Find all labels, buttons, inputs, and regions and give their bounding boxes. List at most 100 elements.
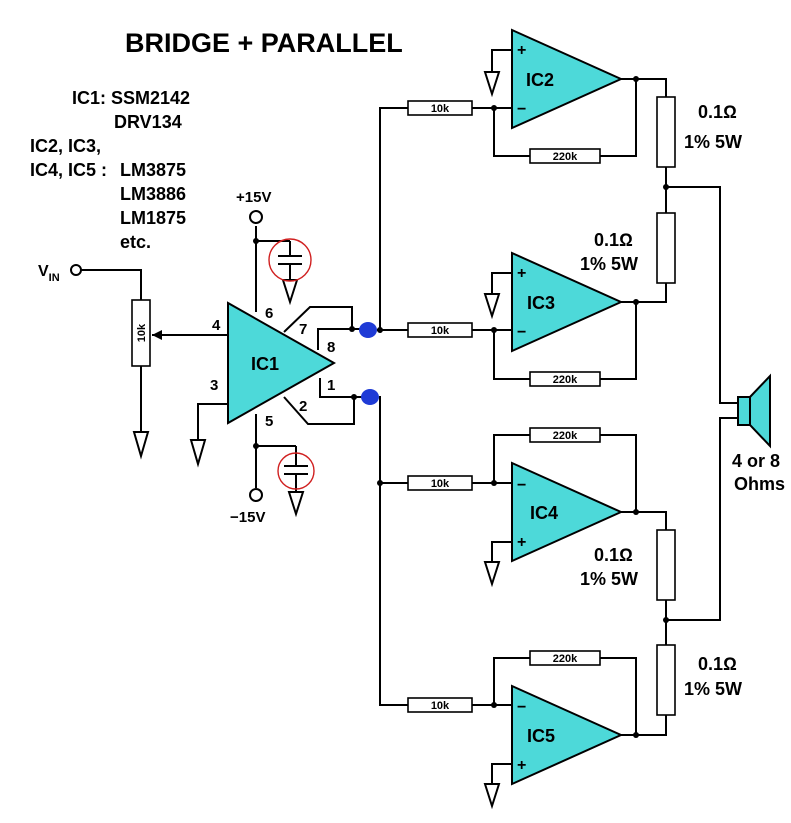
ic1-triangle [227,301,337,425]
ic1-pin4: 4 [212,317,221,334]
speaker-negative-wire [666,417,738,621]
ic3-rin-value: 10k [431,325,450,337]
ic2-name: IC2 [526,70,554,90]
ic3-rfb-value: 220k [553,374,578,386]
speaker-impedance-line2: Ohms [734,474,785,494]
speaker: 4 or 8 Ohms [732,373,785,494]
ic4-fb-wire-right [600,434,637,512]
ic1-driver: IC1 4 3 6 5 7 8 1 2 +15V −15V [189,189,368,526]
ic5-fb-wire-left [493,657,530,705]
ic3-name: IC3 [527,293,555,313]
vin-label: VIN [38,263,60,284]
vplus-junction [253,238,259,244]
ic5-rin-value: 10k [431,700,450,712]
ic3-inv-sign: − [517,324,526,341]
vminus-cap-ground-icon [287,491,305,518]
ic5-name: IC5 [527,726,555,746]
vin-wire [81,269,142,300]
ic2-noninv-sign: + [517,42,526,59]
ic2-triangle [511,28,624,130]
speaker-cone-icon [749,373,771,449]
ic4-noninv-sign: + [517,534,526,551]
ic4-rout-rating: 1% 5W [580,569,638,589]
vplus-cap-highlight [268,238,312,282]
ic1-alt-part: DRV134 [114,112,182,132]
speaker-positive-wire [666,186,738,404]
ic3-noninv-sign: + [517,265,526,282]
input-stage: VIN 10k [38,263,228,460]
ic2-noninv-wire [491,49,512,72]
lower-bus-to-ic5 [379,396,408,706]
ic1-part-label: IC1: SSM2142 [72,88,190,108]
diagram-title: BRIDGE + PARALLEL [125,28,403,58]
ic5-output-wire [621,715,667,736]
upper-output-node [359,322,377,338]
ic4-fb-wire-left [493,434,530,483]
ic3-fb-wire-right [600,302,637,380]
ic3-rout-rating: 1% 5W [580,254,638,274]
ic4-inv-sign: − [517,477,526,494]
vplus-cap-ground-icon [281,279,299,306]
ic2-inv-sign: − [517,101,526,118]
lower-output-node [361,389,379,405]
ic1-pin3-wire [197,403,228,440]
opamp-group-label-a: IC2, IC3, [30,136,101,156]
opamp-part-2: LM3886 [120,184,186,204]
ic4-rout-value: 0.1Ω [594,545,633,565]
ic2-rout-rating: 1% 5W [684,132,742,152]
vminus-junction [253,443,259,449]
ic1-upper-junction [349,326,355,332]
ic5-fb-wire-right [600,657,637,735]
vin-terminal [70,264,82,276]
ic5-inv-sign: − [517,699,526,716]
opamp-group-label-b: IC4, IC5 : [30,160,107,180]
lower-output-junction [663,617,669,623]
ic3-fb-wire-left [493,330,530,380]
ic1-lower-junction [351,394,357,400]
speaker-icon [737,396,751,426]
pot-ground-icon [132,431,150,460]
pot-value: 10k [136,323,148,342]
upper-output-junction [663,184,669,190]
ic5-noninv-sign: + [517,757,526,774]
upper-bus-junction [377,327,383,333]
ic1-pin8-wire [317,328,366,350]
ic5-noninv-wire [491,763,512,784]
wiper-arrow-icon [152,330,162,340]
vminus-terminal [249,488,263,502]
ic1-pin1: 1 [327,377,335,394]
ic3-output-resistor [656,212,676,284]
ic3-triangle [511,251,624,353]
vplus-terminal [249,210,263,224]
ic3-noninv-wire [491,272,512,294]
ic4-rin-value: 10k [431,478,450,490]
ic4-rfb-value: 220k [553,430,578,442]
ic1-pin7: 7 [299,321,307,338]
ic2-fb-wire-left [493,108,530,157]
ic1-pin2: 2 [299,398,307,415]
ic1-pin8: 8 [327,339,335,356]
ic2-amplifier: IC2 + − 10k 220k 0.1Ω 1% 5W [407,28,742,168]
speaker-impedance-line1: 4 or 8 [732,451,780,471]
ic2-rfb-value: 220k [553,151,578,163]
ic3-amplifier: IC3 + − 10k 220k 0.1Ω 1% 5W [407,212,676,387]
ic4-name: IC4 [530,503,558,523]
ic1-pin3: 3 [210,377,218,394]
ic5-triangle [511,684,624,786]
ic2-fb-wire-right [600,79,637,157]
lower-bus-junction [377,480,383,486]
ic2-output-junction [633,76,639,82]
vplus-label: +15V [236,189,271,206]
ic4-amplifier: IC4 − + 10k 220k 0.1Ω 1% 5W [407,427,676,601]
upper-bus-to-ic2 [377,107,408,331]
ic5-rout-value: 0.1Ω [698,654,737,674]
ic1-name: IC1 [251,354,279,374]
ic5-rout-rating: 1% 5W [684,679,742,699]
ic4-output-wire [621,511,667,530]
ic2-ground-icon [483,71,501,98]
ic2-rin-value: 10k [431,103,450,115]
opamp-part-1: LM3875 [120,160,186,180]
vminus-cap-highlight [277,452,315,490]
ic3-ground-icon [483,293,501,320]
ic4-output-resistor [656,529,676,601]
